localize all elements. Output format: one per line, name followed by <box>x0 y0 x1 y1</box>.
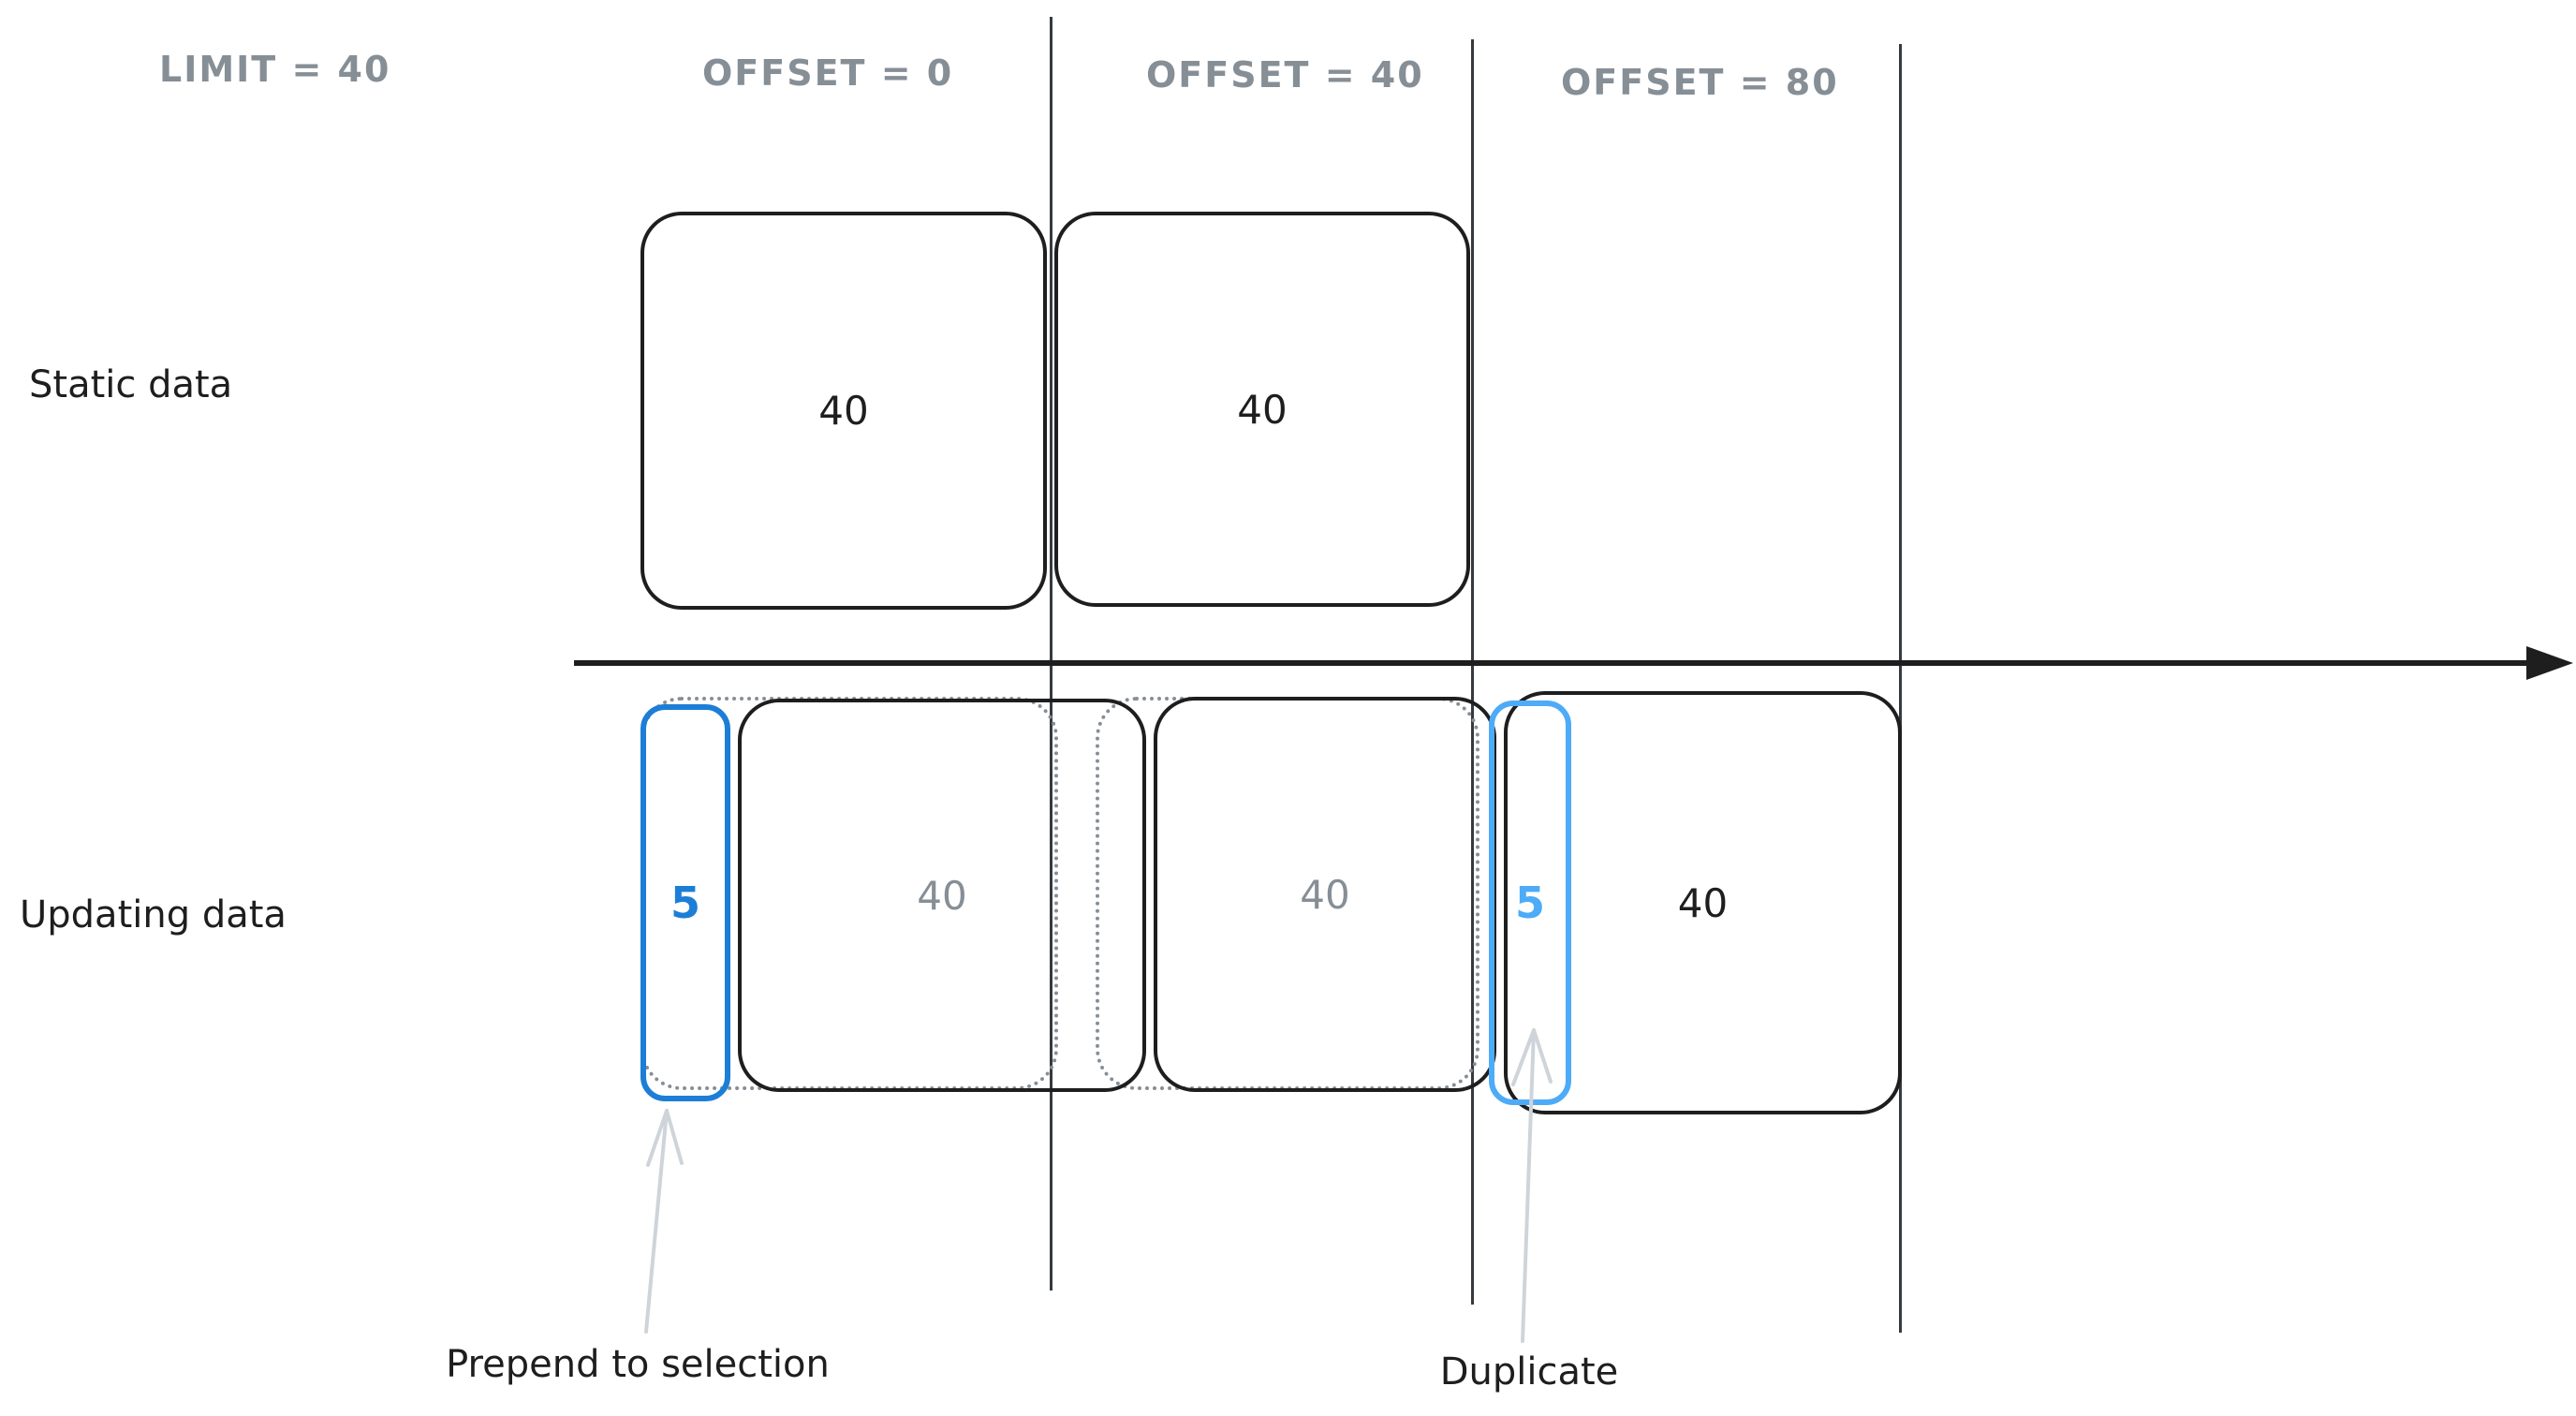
offset-40-label: OFFSET = 40 <box>1146 54 1424 96</box>
updating-page-2-count: 40 <box>1300 871 1350 918</box>
updating-data-label: Updating data <box>20 893 287 937</box>
static-data-label: Static data <box>29 363 233 406</box>
updating-page-1-box: 40 <box>738 699 1146 1092</box>
prepend-annotation-label: Prepend to selection <box>446 1343 830 1386</box>
updating-page-2-box: 40 <box>1154 697 1496 1092</box>
prepended-items-box: 5 <box>640 704 730 1101</box>
static-page-2-box: 40 <box>1054 212 1470 607</box>
duplicate-items-box: 5 <box>1489 701 1571 1105</box>
prepended-items-count: 5 <box>670 878 700 928</box>
offset-80-label: OFFSET = 80 <box>1561 62 1839 103</box>
duplicate-annotation-label: Duplicate <box>1439 1350 1619 1394</box>
duplicate-items-count: 5 <box>1514 878 1545 928</box>
static-page-2-count: 40 <box>1237 386 1288 433</box>
offset-divider-3 <box>1899 44 1902 1333</box>
updating-page-3-box: 40 <box>1504 691 1902 1114</box>
updating-page-1-count: 40 <box>917 872 967 919</box>
offset-0-label: OFFSET = 0 <box>702 52 954 94</box>
static-page-1-box: 40 <box>640 212 1047 610</box>
offset-divider-1 <box>1050 17 1052 1291</box>
prepend-annotation-arrow <box>644 1109 684 1334</box>
limit-label: LIMIT = 40 <box>159 49 391 90</box>
static-page-1-count: 40 <box>818 388 869 434</box>
offset-divider-2 <box>1471 39 1474 1305</box>
timeline-arrow <box>574 646 2573 680</box>
updating-page-3-count: 40 <box>1677 879 1729 926</box>
